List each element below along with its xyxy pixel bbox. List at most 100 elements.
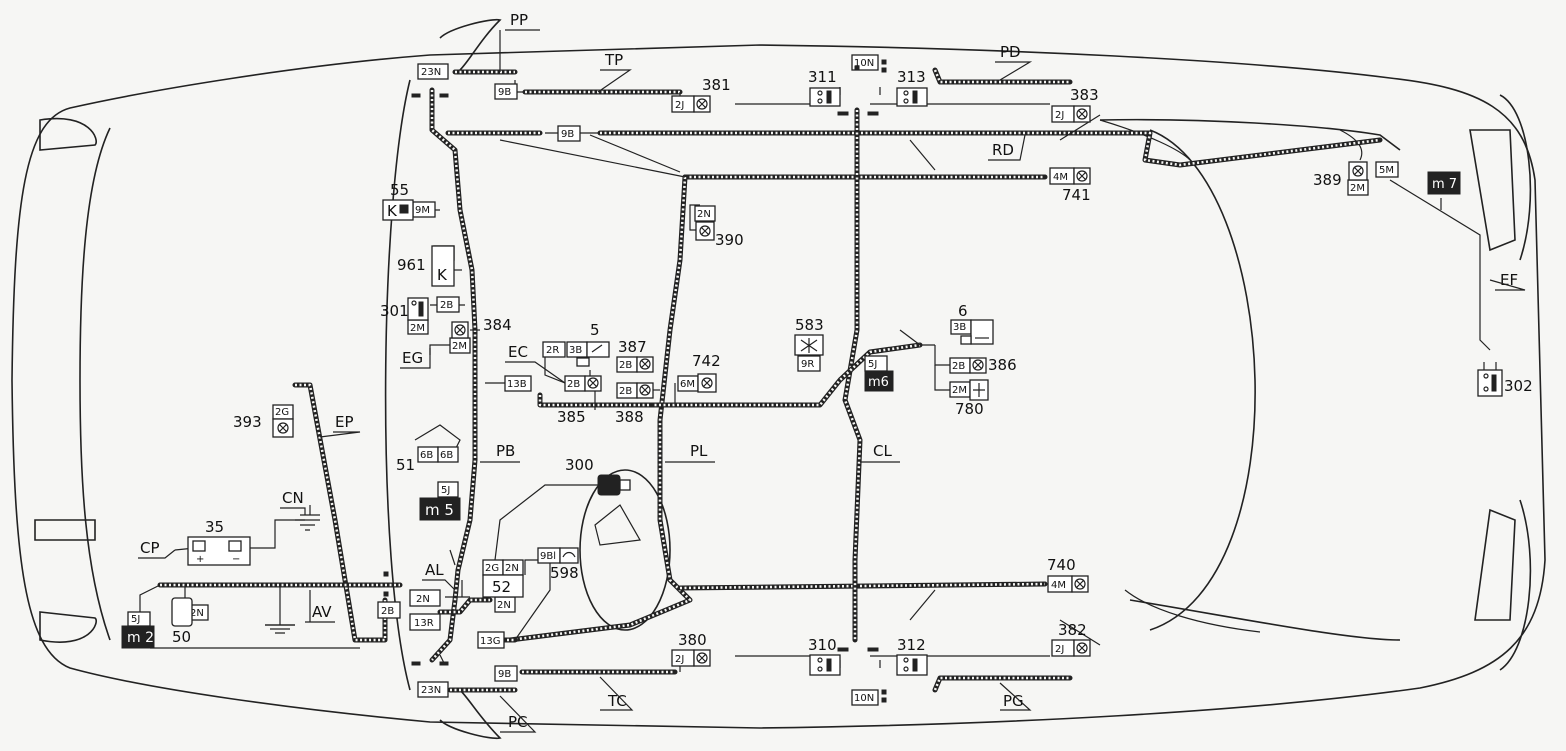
- connector-5M: 5M: [1375, 161, 1399, 178]
- connector-23N-top: 23N: [417, 63, 449, 80]
- svg-text:10N: 10N: [854, 693, 874, 704]
- connector-4M-740: 4M: [1047, 575, 1073, 593]
- component-311: 311: [808, 68, 837, 86]
- connector-9M: 9M: [412, 201, 436, 218]
- connector-2G-393: 2G: [272, 404, 294, 420]
- harness-PG: PG: [1003, 692, 1024, 710]
- svg-text:5M: 5M: [1379, 165, 1394, 176]
- harness-AV: AV: [312, 603, 332, 621]
- device-52-icon: [482, 574, 524, 598]
- lamp-742-icon: [697, 373, 717, 393]
- svg-text:5J: 5J: [131, 614, 140, 625]
- component-312: 312: [897, 636, 926, 654]
- component-389: 389: [1313, 171, 1342, 189]
- door-switch-312-icon: [896, 654, 928, 676]
- harness-EP: EP: [335, 413, 354, 431]
- connector-5J-m2: 5J: [127, 611, 151, 627]
- harness-PC: PC: [508, 713, 528, 731]
- device-symbols: K K +−: [171, 87, 1503, 676]
- connector-3B-6: 3B: [950, 319, 972, 335]
- svg-text:2B: 2B: [440, 300, 453, 311]
- harness-RD: RD: [992, 141, 1014, 159]
- component-961: 961: [397, 256, 426, 274]
- harness-PD: PD: [1000, 43, 1021, 61]
- lamp-390-icon: [695, 221, 715, 241]
- lamp-741-icon: [1073, 167, 1091, 185]
- connector-2J-382: 2J: [1051, 639, 1075, 657]
- component-380: 380: [678, 631, 707, 649]
- connector-2N-50: 2N: [187, 604, 209, 621]
- component-393: 393: [233, 413, 262, 431]
- connector-2M-780: 2M: [949, 381, 971, 398]
- svg-text:2N: 2N: [505, 563, 519, 574]
- svg-text:13B: 13B: [507, 379, 527, 390]
- component-310: 310: [808, 636, 837, 654]
- svg-text:m 2: m 2: [127, 630, 154, 646]
- svg-text:2N: 2N: [497, 600, 511, 611]
- connector-2N-390: 2N: [694, 205, 716, 222]
- harness-TP: TP: [604, 51, 623, 69]
- switch-5-icon: [576, 341, 610, 367]
- svg-text:2M: 2M: [452, 341, 467, 352]
- svg-text:9M: 9M: [415, 205, 430, 216]
- svg-text:K: K: [387, 202, 398, 220]
- component-385: 385: [557, 408, 586, 426]
- connector-2B-301: 2B: [436, 296, 460, 313]
- connector-6B-b: 6B: [437, 446, 459, 463]
- connector-5J-m6: 5J: [864, 355, 888, 372]
- svg-text:9B: 9B: [561, 129, 574, 140]
- connector-2N-al: 2N: [409, 589, 441, 607]
- component-390: 390: [715, 231, 744, 249]
- svg-text:2J: 2J: [675, 654, 684, 665]
- svg-text:+: +: [196, 554, 204, 565]
- connector-4M-741: 4M: [1049, 167, 1075, 185]
- component-50: 50: [172, 628, 191, 646]
- cigar-lighter-300-icon: [597, 474, 631, 496]
- lamp-385-icon: [584, 375, 602, 392]
- lamp-387-icon: [636, 356, 654, 373]
- svg-text:2B: 2B: [567, 379, 580, 390]
- harness-labels: PP TP PD RD EF EC EG EP CN CP AL AV PB P…: [138, 11, 1526, 733]
- svg-text:9B: 9B: [498, 87, 511, 98]
- svg-text:2B: 2B: [952, 361, 965, 372]
- connector-2B-ep: 2B: [377, 601, 401, 619]
- svg-text:23N: 23N: [421, 685, 441, 696]
- component-741: 741: [1062, 186, 1091, 204]
- svg-text:2N: 2N: [697, 209, 711, 220]
- lamp-384-icon: [451, 321, 469, 339]
- connector-6M: 6M: [677, 375, 699, 392]
- connector-13G: 13G: [477, 631, 505, 649]
- svg-text:2M: 2M: [410, 323, 425, 334]
- svg-text:2B: 2B: [381, 606, 394, 617]
- svg-text:6B: 6B: [420, 450, 433, 461]
- connector-23N-bottom: 23N: [417, 681, 449, 698]
- module-m6: m6: [864, 370, 894, 392]
- connector-2B-386: 2B: [949, 357, 971, 374]
- svg-text:9Bl: 9Bl: [540, 551, 556, 562]
- svg-text:2B: 2B: [619, 360, 632, 371]
- door-switch-311-icon: [809, 87, 841, 107]
- connector-5J-m5: 5J: [437, 481, 459, 498]
- component-300: 300: [565, 456, 594, 474]
- svg-text:2N: 2N: [416, 594, 430, 605]
- battery-35-icon: +−: [187, 536, 251, 566]
- svg-text:2M: 2M: [1350, 183, 1365, 194]
- lamp-389-icon: [1348, 161, 1368, 181]
- component-384: 384: [483, 316, 512, 334]
- component-383: 383: [1070, 86, 1099, 104]
- connector-13R: 13R: [409, 613, 441, 631]
- connector-13B: 13B: [504, 375, 532, 392]
- svg-text:10N: 10N: [854, 58, 874, 69]
- harness-EF: EF: [1500, 271, 1518, 289]
- connector-2M-389: 2M: [1347, 179, 1369, 196]
- svg-text:2M: 2M: [952, 385, 967, 396]
- component-302: 302: [1504, 377, 1533, 395]
- component-52: 52: [492, 578, 511, 596]
- svg-text:23N: 23N: [421, 67, 441, 78]
- door-switch-310-icon: [809, 654, 841, 676]
- steering-wheel: [579, 469, 671, 631]
- harness-EG: EG: [402, 349, 423, 367]
- connector-3B-5: 3B: [566, 341, 588, 358]
- modules: m 2 m 5 m6 m 7: [121, 171, 1461, 649]
- svg-text:m 7: m 7: [1432, 177, 1457, 192]
